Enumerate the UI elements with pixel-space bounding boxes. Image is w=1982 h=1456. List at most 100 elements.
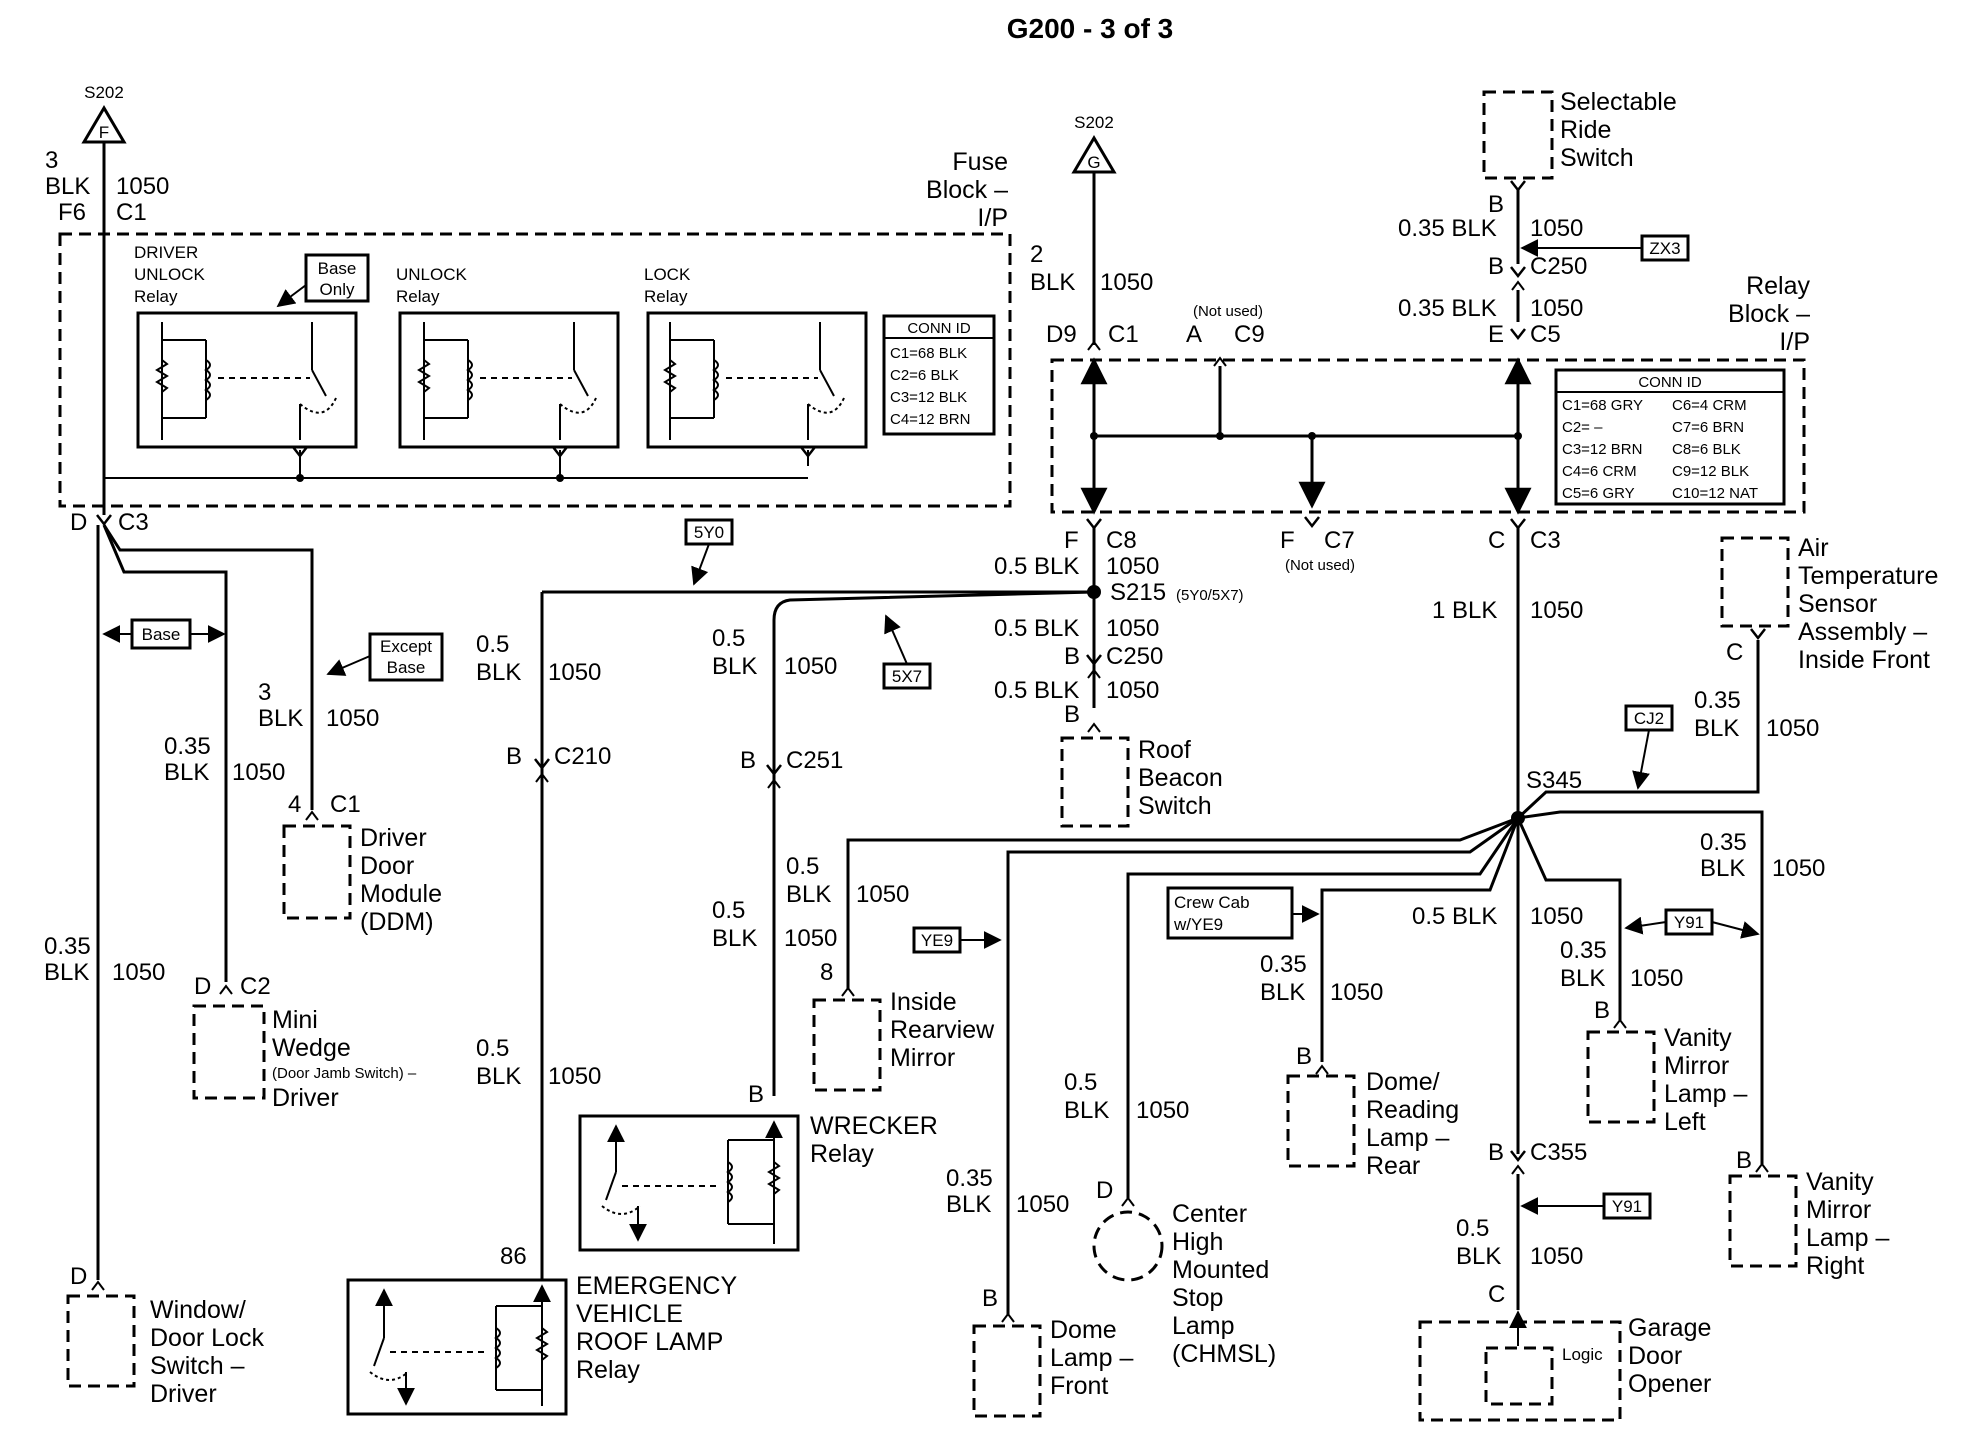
wire-circuit: 1050 [784,653,837,680]
conn-id-entry: C9=12 BLK [1672,463,1749,480]
wire-circuit: 1050 [1100,269,1153,296]
wire-circuit: 1050 [1530,903,1583,930]
wire-color: BLK [476,659,521,686]
mini-wedge-switch [192,1004,266,1100]
component-label: Air [1798,534,1829,562]
wire-gauge: 3 [258,679,271,706]
option-text: 5X7 [892,667,922,686]
conn-id-entry: C6=4 CRM [1672,397,1747,414]
component-label: Switch – [150,1352,245,1380]
connector-c1: C1 [116,199,147,226]
connector-c210: C210 [554,743,611,770]
wire-color: BLK [1064,1097,1109,1124]
component-label: Wedge [272,1034,351,1062]
wire-gauge: 0.5 [1456,1215,1489,1242]
wire-gauge: 0.35 [44,933,91,960]
option-text: 5Y0 [694,523,724,542]
unlock-relay [398,311,620,449]
wire-color: BLK [1030,269,1075,296]
pin-d: D [194,973,211,1000]
relay-block-label: I/P [1779,328,1810,356]
pin-4: 4 [288,791,301,818]
component-label: Dome [1050,1316,1117,1344]
component-label: Lamp – [1050,1344,1133,1372]
component-label: Inside Front [1798,646,1930,674]
not-used-label: (Not used) [1285,557,1355,574]
wire-gauge: 0.5 [786,853,819,880]
wire-circuit: 1050 [1530,1243,1583,1270]
component-label: Rearview [890,1016,995,1044]
component-label: Door Lock [150,1324,264,1352]
wire-gauge: 0.5 [476,1035,509,1062]
pin-b: B [1488,1139,1504,1166]
component-label: Mirror [890,1044,955,1072]
pin-8: 8 [820,959,833,986]
dome-lamp-front [972,1324,1042,1418]
component-label: Lamp – [1806,1224,1889,1252]
option-text: Base [387,658,426,677]
pin-86: 86 [500,1243,527,1270]
wire-color: BLK [45,173,90,200]
component-label: Driver [272,1084,339,1112]
wire-circuit: 1050 [548,659,601,686]
wire-circuit: 1050 [1530,597,1583,624]
emergency-roof-lamp-relay [346,1278,568,1416]
pin-b: B [982,1285,998,1312]
component-label: Lamp [1172,1312,1235,1340]
wire-color: BLK [786,881,831,908]
component-label: Opener [1628,1370,1711,1398]
connector-c3: C3 [118,509,149,536]
wire-color: BLK [1700,855,1745,882]
wire-circuit: 1050 [1106,615,1159,642]
lock-relay [646,311,868,449]
connector-c8: C8 [1106,527,1137,554]
component-label: EMERGENCY [576,1272,737,1300]
connector-c355: C355 [1530,1139,1587,1166]
pin-b: B [506,743,522,770]
connector-c2: C2 [240,973,271,1000]
option-5y0 [684,518,734,546]
s202-pin-g: G [1087,153,1100,172]
s202-g-splice: S202 G [1071,113,1117,174]
option-text: YE9 [921,931,953,950]
conn-id-entry: C1=68 BLK [890,345,967,362]
wire-size: 0.5 BLK [994,677,1079,704]
connector-c1: C1 [330,791,361,818]
conn-id-entry: C3=12 BLK [890,389,967,406]
wrecker-relay [578,1114,800,1252]
wire-color: BLK [712,653,757,680]
conn-id-entry: C10=12 NAT [1672,485,1758,502]
inside-rearview-mirror [812,998,882,1092]
pin-f: F [1280,527,1295,554]
component-label: Door [360,852,414,880]
connector-c7: C7 [1324,527,1355,554]
not-used-label: (Not used) [1193,303,1263,320]
unlock-relay-label: Relay [396,287,440,306]
relay-block-label: Relay [1746,272,1810,300]
component-label: (Door Jamb Switch) – [272,1065,417,1082]
wire-circuit: 1050 [548,1063,601,1090]
component-label: Right [1806,1252,1864,1280]
wire-color: BLK [946,1191,991,1218]
wire-color: BLK [44,959,89,986]
pin-d9: D9 [1046,321,1077,348]
component-label: (CHMSL) [1172,1340,1276,1368]
s202-label: S202 [84,83,124,102]
pin-b: B [1296,1043,1312,1070]
component-label: Inside [890,988,957,1016]
dome-reading-lamp-rear [1286,1074,1356,1168]
pin-b: B [740,747,756,774]
window-door-lock-switch [66,1294,136,1388]
component-label: Relay [576,1356,640,1384]
component-label: Temperature [1798,562,1938,590]
connector-c5: C5 [1530,321,1561,348]
vanity-mirror-lamp-right [1728,1174,1798,1268]
wire-gauge: 0.35 [1694,687,1741,714]
fuse-block-label: I/P [977,204,1008,232]
s345-label: S345 [1526,767,1582,794]
conn-id-entry: C5=6 GRY [1562,485,1635,502]
conn-id-title: CONN ID [907,320,971,337]
option-text: Base [318,259,357,278]
wire-circuit: 1050 [1136,1097,1189,1124]
